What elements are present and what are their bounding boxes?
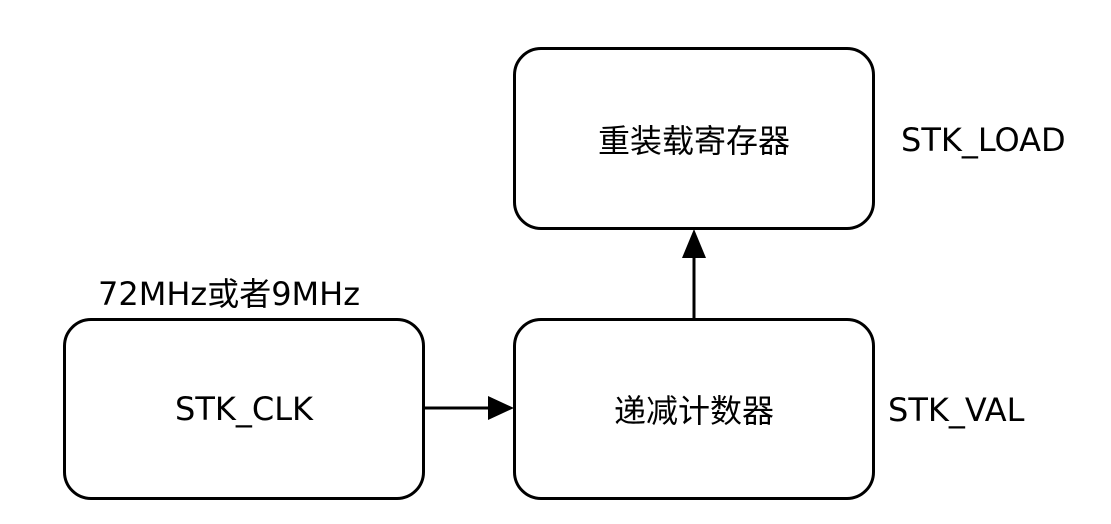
stk-val-label: STK_VAL <box>888 391 1025 429</box>
stk-load-label: STK_LOAD <box>901 121 1066 159</box>
reload-register-box: 重装载寄存器 <box>513 47 875 230</box>
clock-frequency-label: 72MHz或者9MHz <box>98 275 361 313</box>
clock-source-label: STK_CLK <box>175 390 313 428</box>
down-counter-box: 递减计数器 <box>513 318 875 500</box>
down-counter-label: 递减计数器 <box>613 392 774 430</box>
arrow-counter-to-reload <box>682 229 706 318</box>
reload-register-label: 重装载寄存器 <box>597 121 790 160</box>
arrow-clk-to-counter <box>424 396 514 420</box>
clock-source-box: STK_CLK <box>63 318 425 500</box>
